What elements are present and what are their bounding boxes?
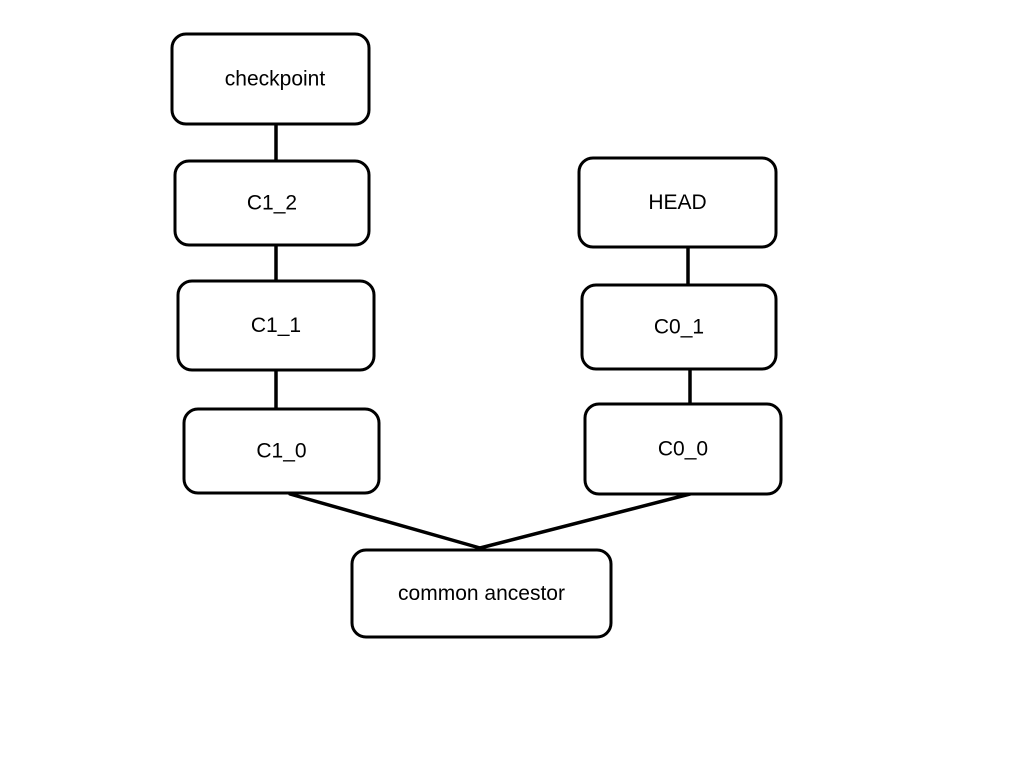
node-c0-1: C0_1: [580, 283, 778, 371]
node-c1-0: C1_0: [182, 407, 381, 495]
node-c0-0: C0_0: [583, 402, 783, 496]
node-common-ancestor-box: [350, 548, 613, 639]
node-c1-0-box: [182, 407, 381, 495]
node-c0-0-box: [583, 402, 783, 496]
node-common-ancestor-label: common ancestor: [398, 582, 565, 605]
node-common-ancestor: common ancestor: [350, 548, 613, 639]
node-c0-1-label: C0_1: [654, 316, 704, 339]
node-c0-0-label: C0_0: [658, 438, 708, 461]
edge-c1-0-to-common-ancestor: [288, 492, 482, 550]
node-c1-2: C1_2: [173, 159, 371, 247]
node-checkpoint-label: checkpoint: [225, 68, 326, 91]
node-head-box: [577, 156, 778, 249]
node-c1-1-box: [176, 279, 376, 372]
node-head-label: HEAD: [648, 191, 706, 214]
edge-c0-0-to-common-ancestor: [478, 492, 692, 550]
node-checkpoint: checkpoint: [170, 32, 371, 126]
node-c1-1: C1_1: [176, 279, 376, 372]
node-c1-1-label: C1_1: [251, 314, 301, 337]
node-c1-0-label: C1_0: [256, 440, 306, 463]
node-c1-2-box: [173, 159, 371, 247]
node-c0-1-box: [580, 283, 778, 371]
node-checkpoint-box: [170, 32, 371, 126]
edges-layer: [274, 122, 692, 550]
node-head: HEAD: [577, 156, 778, 249]
node-c1-2-label: C1_2: [247, 192, 297, 215]
